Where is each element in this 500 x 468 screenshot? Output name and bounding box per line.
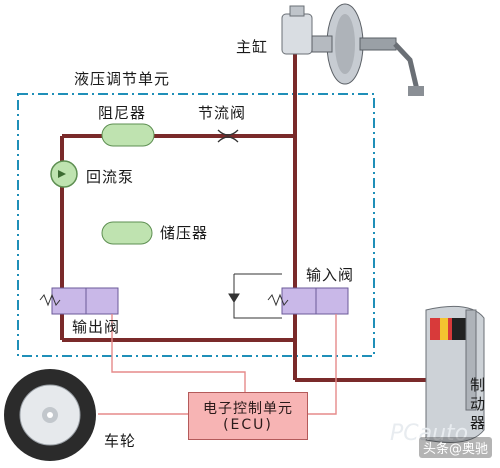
- label-return-pump: 回流泵: [86, 168, 135, 186]
- outlet-valve: [39, 287, 119, 315]
- signal-lines: [98, 314, 337, 415]
- label-wheel: 车轮: [104, 432, 137, 450]
- inlet-valve: [267, 287, 349, 315]
- ecu-box: 电子控制单元 (ECU): [188, 392, 308, 440]
- label-master-cylinder: 主缸: [236, 38, 269, 56]
- label-hydraulic-unit: 液压调节单元: [74, 70, 171, 88]
- ecu-title: 电子控制单元: [203, 401, 293, 417]
- throttle-valve: [217, 129, 239, 143]
- return-pump: [50, 160, 78, 188]
- master-cylinder: [281, 3, 424, 96]
- damper: [101, 123, 155, 147]
- label-outlet-valve: 输出阀: [72, 318, 121, 336]
- check-valve-loop: [228, 273, 282, 319]
- label-damper: 阻尼器: [98, 104, 147, 122]
- label-brake: 制动器: [470, 376, 487, 432]
- watermark-text: 头条@奥驰: [418, 437, 492, 458]
- ecu-subtitle: (ECU): [223, 417, 273, 433]
- label-throttle-valve: 节流阀: [198, 104, 247, 122]
- label-inlet-valve: 输入阀: [306, 266, 355, 284]
- brake: [425, 305, 485, 443]
- accumulator: [101, 221, 153, 245]
- wheel: [4, 369, 96, 461]
- label-accumulator: 储压器: [160, 224, 209, 242]
- hydraulic-unit-frame: [17, 93, 375, 357]
- pcauto-watermark: PCauto: [390, 421, 468, 446]
